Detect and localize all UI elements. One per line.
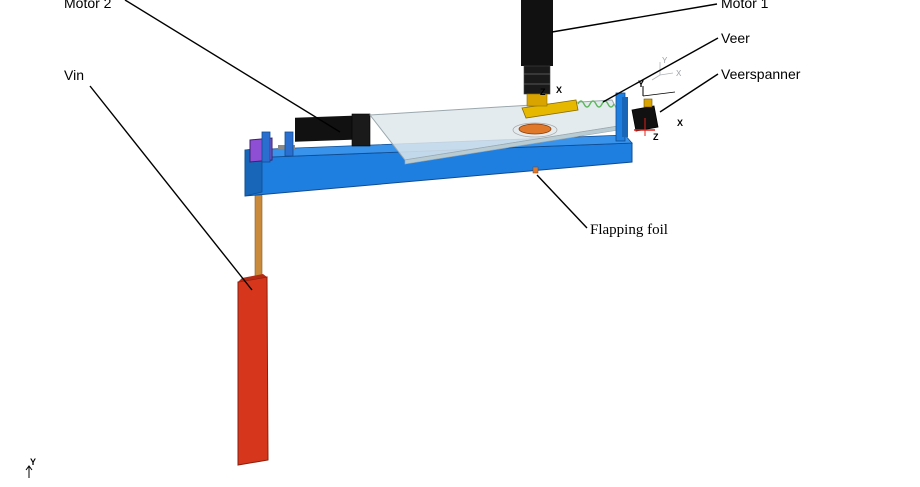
axis-z-veerspanner: Z <box>653 132 659 142</box>
motor2-cap <box>351 113 371 147</box>
motor1-coupling <box>526 93 548 107</box>
label-motor1: Motor 1 <box>721 0 769 11</box>
axis-z-motor1: Z <box>540 87 546 97</box>
leader-motor1 <box>551 3 718 33</box>
leader-vin <box>89 85 253 291</box>
motor2-mount <box>284 131 294 157</box>
origin-axis-indicator <box>25 465 33 478</box>
leader-motor2 <box>124 0 341 133</box>
label-motor2: Motor 2 <box>64 0 112 11</box>
triad-x <box>642 91 676 97</box>
motor1-neck <box>523 65 551 95</box>
faint-triad <box>651 62 674 81</box>
axis-x-veerspanner: X <box>677 118 684 128</box>
foil-disc <box>518 123 552 135</box>
leader-flapping-foil <box>536 174 588 229</box>
axis-y-origin: Y <box>30 457 37 467</box>
fin-rod <box>254 194 263 281</box>
right-upright-plate <box>622 97 628 137</box>
spring <box>577 100 615 108</box>
axis-x-motor1: X <box>556 85 563 95</box>
motor1-body <box>521 0 553 66</box>
axis-x-faint: X <box>676 69 682 78</box>
veerspanner-knob <box>643 98 653 108</box>
axis-y-veerspanner: Y <box>638 79 645 89</box>
label-flapping-foil: Flapping foil <box>590 222 668 238</box>
label-veer: Veer <box>721 30 750 46</box>
fin-blade <box>237 276 269 466</box>
motor2-body <box>295 115 365 142</box>
flapping-foil-stub <box>532 166 539 174</box>
leader-veer <box>602 37 719 103</box>
left-bracket-plate <box>261 131 271 163</box>
label-veerspanner: Veerspanner <box>721 66 801 82</box>
label-vin: Vin <box>64 67 84 83</box>
foil-disc-ring <box>512 122 558 138</box>
fin-blade-top <box>238 274 267 282</box>
leader-veerspanner <box>659 73 719 113</box>
axis-y-faint: Y <box>662 56 668 65</box>
coupling-arm <box>521 99 579 119</box>
